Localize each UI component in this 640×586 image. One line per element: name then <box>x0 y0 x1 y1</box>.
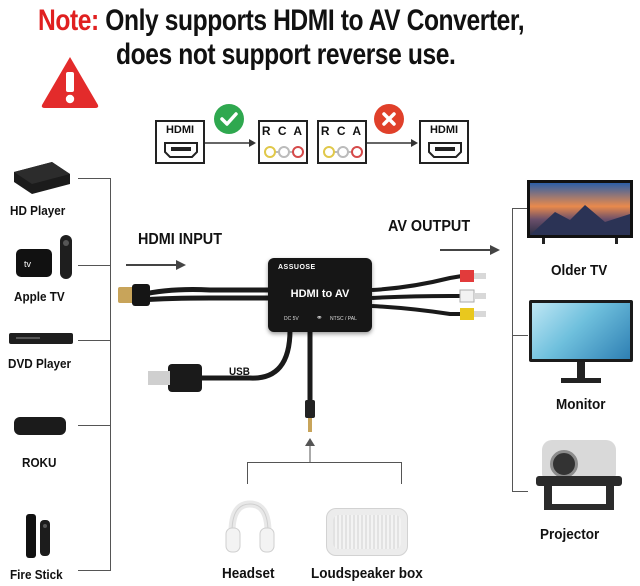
apple-tv-icon: tv <box>16 235 72 279</box>
arrow-right-icon <box>367 139 418 147</box>
headset-icon <box>225 500 275 553</box>
source-label-fire-stick: Fire Stick <box>10 567 63 582</box>
output-label-monitor: Monitor <box>556 396 606 413</box>
source-label-hd-player: HD Player <box>10 203 66 218</box>
hdmi-label-2: HDMI <box>429 124 459 136</box>
check-icon <box>214 104 244 134</box>
rca-jacks-icon <box>323 146 363 158</box>
svg-text:tv: tv <box>24 259 32 269</box>
note-text-1: Only supports HDMI to AV Converter, <box>105 4 525 37</box>
older-tv-icon <box>527 180 633 244</box>
flow-hdmi-box-1: HDMI <box>155 120 205 164</box>
monitor-icon <box>529 300 633 386</box>
converter-box: ASSUOSE HDMI to AV DC 5V ⚭ NTSC / PAL <box>268 258 372 332</box>
output-label-projector: Projector <box>540 526 600 543</box>
hdmi-port-icon <box>164 142 198 158</box>
roku-icon <box>14 417 66 435</box>
arrow-up-icon <box>305 438 315 462</box>
note-line-2: does not support reverse use. <box>116 38 456 72</box>
note-label: Note: <box>38 4 99 37</box>
converter-cables <box>118 270 486 450</box>
port-dc-label: DC 5V <box>284 316 299 322</box>
hd-player-icon <box>14 162 70 194</box>
arrow-right-icon <box>126 260 186 270</box>
headphone-icon: ⚭ <box>316 313 323 322</box>
audio-label-headset: Headset <box>222 565 275 582</box>
dvd-player-icon <box>9 333 73 344</box>
note-text-2: does not support reverse use. <box>116 38 456 71</box>
rca-jacks-icon <box>264 146 304 158</box>
hdmi-input-label: HDMI INPUT <box>138 231 222 248</box>
cross-icon <box>374 104 404 134</box>
rca-label: R C A <box>261 124 305 138</box>
warning-icon <box>40 55 100 109</box>
source-label-dvd-player: DVD Player <box>8 356 72 371</box>
arrow-right-icon <box>205 139 256 147</box>
av-output-label: AV OUTPUT <box>388 218 471 235</box>
projector-icon <box>536 440 622 512</box>
arrow-right-icon <box>440 245 500 255</box>
flow-rca-box-1: R C A <box>258 120 308 164</box>
converter-brand: ASSUOSE <box>278 264 316 271</box>
usb-label: USB <box>229 366 250 378</box>
rca-label-2: R C A <box>320 124 364 138</box>
loudspeaker-icon <box>326 508 408 556</box>
output-label-older-tv: Older TV <box>551 262 608 279</box>
audio-label-loudspeaker-box: Loudspeaker box <box>311 565 423 582</box>
note-line-1: Note: Only supports HDMI to AV Converter… <box>38 4 525 38</box>
source-label-roku: ROKU <box>22 455 57 470</box>
converter-name: HDMI to AV <box>290 288 350 300</box>
hdmi-label: HDMI <box>165 124 195 136</box>
hdmi-port-icon <box>428 142 462 158</box>
port-ntsc-label: NTSC / PAL <box>330 316 357 322</box>
source-label-apple-tv: Apple TV <box>14 289 65 304</box>
fire-stick-icon <box>26 514 50 558</box>
flow-rca-box-2: R C A <box>317 120 367 164</box>
flow-hdmi-box-2: HDMI <box>419 120 469 164</box>
